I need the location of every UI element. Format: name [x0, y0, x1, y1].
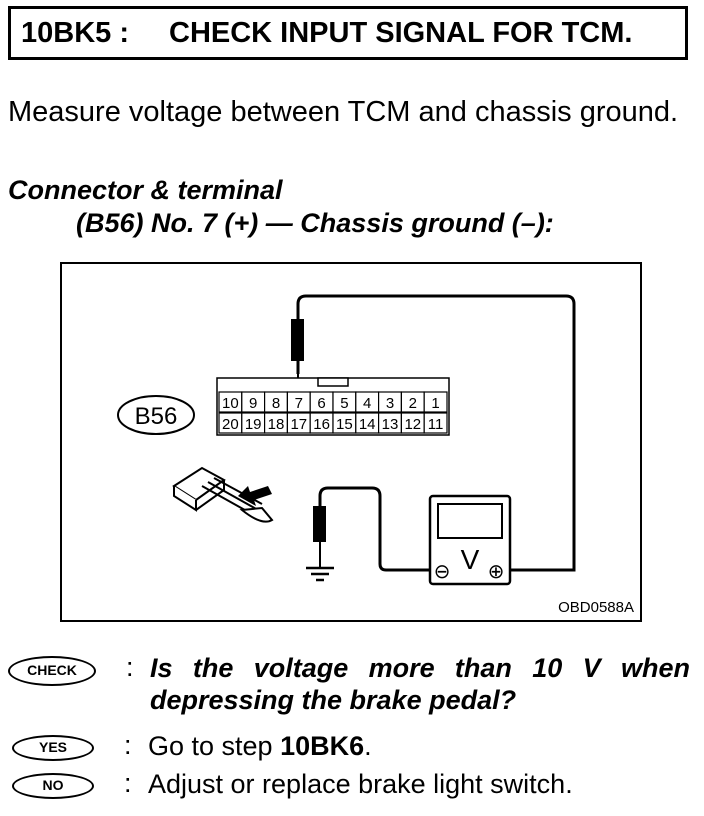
- check-badge: CHECK: [8, 656, 96, 686]
- yes-text-suffix: .: [364, 731, 372, 761]
- pin-number: 12: [404, 416, 421, 433]
- intro-text: Measure voltage between TCM and chassis …: [8, 96, 679, 128]
- voltmeter-icon: V ⊖ ⊕: [428, 494, 512, 586]
- pin-number: 1: [431, 395, 439, 412]
- check-row: CHECK : Is the voltage more than 10 V wh…: [8, 652, 690, 716]
- yes-colon: :: [124, 730, 132, 760]
- pin-number: 16: [313, 416, 330, 433]
- probe-wire-positive: [296, 294, 576, 572]
- meter-unit: V: [461, 544, 480, 575]
- pin-number: 5: [340, 395, 348, 412]
- yes-step-link: 10BK6: [280, 731, 365, 761]
- pin-number: 17: [290, 416, 307, 433]
- pin-number: 15: [336, 416, 353, 433]
- check-colon: :: [126, 652, 134, 682]
- pin-number: 14: [359, 416, 376, 433]
- connector-latch: [317, 377, 349, 387]
- no-badge: NO: [12, 773, 94, 799]
- no-answer: Adjust or replace brake light switch.: [148, 769, 573, 799]
- pin-cell: [423, 412, 448, 434]
- yes-text-prefix: Go to step: [148, 731, 281, 761]
- pin-number: 6: [317, 395, 325, 412]
- probe-negative-icon: [313, 506, 326, 542]
- pin-number: 4: [363, 395, 371, 412]
- no-row: NO : Adjust or replace brake light switc…: [8, 768, 573, 800]
- pin-number: 3: [386, 395, 394, 412]
- figure-code: OBD0588A: [558, 599, 634, 616]
- connector-label-ellipse: [117, 395, 195, 435]
- pin-number: 2: [409, 395, 417, 412]
- no-colon: :: [124, 768, 132, 798]
- meter-negative-terminal: ⊖: [434, 559, 451, 583]
- yes-row: YES : Go to step 10BK6.: [8, 730, 372, 762]
- step-title: CHECK INPUT SIGNAL FOR TCM.: [169, 16, 633, 49]
- yes-badge: YES: [12, 735, 94, 761]
- pin-number: 9: [249, 395, 257, 412]
- pin-number: 20: [222, 416, 239, 433]
- section-header: 10BK5 : CHECK INPUT SIGNAL FOR TCM.: [8, 6, 688, 60]
- pin-number: 19: [245, 416, 262, 433]
- ground-icon: [306, 566, 334, 582]
- meter-positive-terminal: ⊕: [488, 559, 505, 583]
- yes-answer: Go to step 10BK6.: [148, 730, 372, 762]
- connector-heading: Connector & terminal: [8, 175, 283, 205]
- probe-wire-negative: [318, 486, 438, 572]
- pin-number: 8: [272, 395, 280, 412]
- plug-icon: [172, 466, 274, 523]
- check-question: Is the voltage more than 10 V when depre…: [150, 653, 690, 715]
- connector-detail: (B56) No. 7 (+) — Chassis ground (–):: [76, 208, 554, 238]
- pin-number: 18: [268, 416, 285, 433]
- pin-number: 7: [295, 395, 303, 412]
- pin-cell: [423, 391, 448, 413]
- pin-number: 11: [428, 416, 444, 433]
- pin-number: 10: [222, 395, 239, 412]
- pin-number: 13: [382, 416, 399, 433]
- step-code: 10BK5 :: [21, 16, 129, 49]
- connector-label: B56: [135, 403, 178, 430]
- probe-positive-icon: [291, 319, 304, 361]
